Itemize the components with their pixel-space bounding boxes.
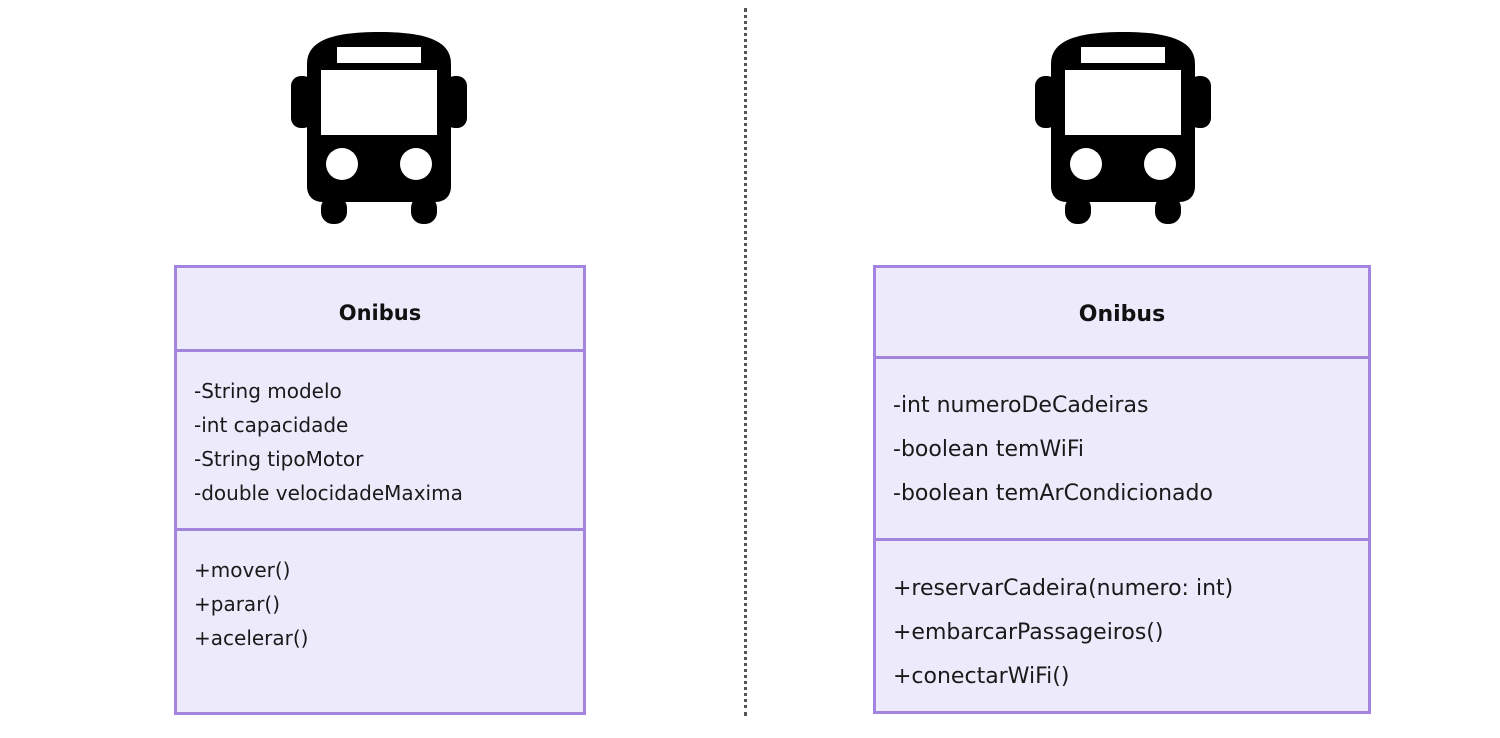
uml-method-row: +mover() — [194, 558, 291, 582]
uml-class-box[interactable]: Onibus -String modelo -int capacidade -S… — [174, 265, 586, 715]
uml-class-name: Onibus — [338, 301, 422, 325]
uml-method-row: +conectarWiFi() — [893, 664, 1070, 689]
uml-methods-section: +mover() +parar() +acelerar() — [177, 528, 583, 673]
uml-method-row: +reservarCadeira(numero: int) — [893, 576, 1234, 601]
uml-attributes-section: -String modelo -int capacidade -String t… — [177, 349, 583, 528]
uml-attribute-row: -String tipoMotor — [194, 447, 364, 471]
uml-attribute-row: -int capacidade — [194, 413, 349, 437]
uml-attributes-section: -int numeroDeCadeiras -boolean temWiFi -… — [876, 356, 1368, 538]
uml-class-header: Onibus — [876, 268, 1368, 356]
uml-attribute-row: -double velocidadeMaxima — [194, 481, 463, 505]
uml-attribute-row: -int numeroDeCadeiras — [893, 393, 1149, 418]
uml-class-name: Onibus — [1078, 302, 1166, 327]
uml-method-row: +acelerar() — [194, 626, 309, 650]
uml-class-box[interactable]: Onibus -int numeroDeCadeiras -boolean te… — [873, 265, 1371, 714]
uml-method-row: +parar() — [194, 592, 281, 616]
bus-icon — [291, 32, 467, 224]
uml-method-row: +embarcarPassageiros() — [893, 620, 1164, 645]
uml-class-header: Onibus — [177, 268, 583, 349]
uml-attribute-row: -boolean temArCondicionado — [893, 481, 1213, 506]
uml-attribute-row: -String modelo — [194, 379, 342, 403]
bus-icon — [1035, 32, 1211, 224]
uml-methods-section: +reservarCadeira(numero: int) +embarcarP… — [876, 538, 1368, 723]
uml-attribute-row: -boolean temWiFi — [893, 437, 1085, 462]
vertical-dotted-divider — [744, 8, 747, 716]
